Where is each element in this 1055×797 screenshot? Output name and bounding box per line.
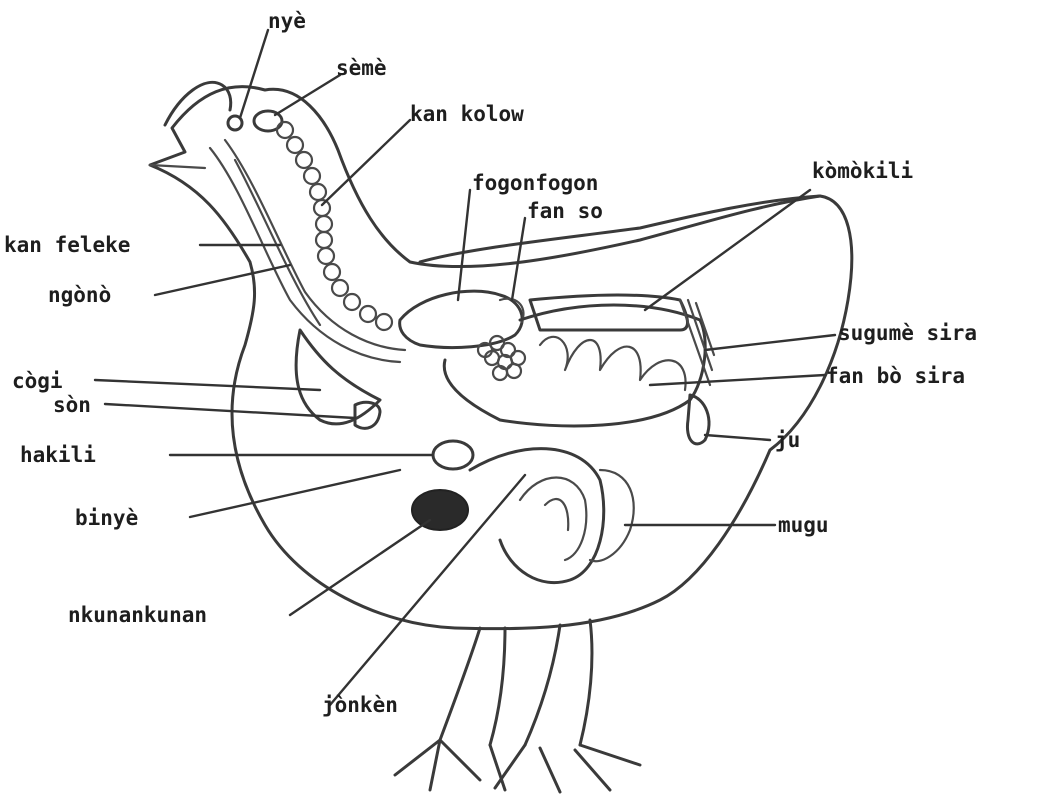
leader-seme xyxy=(275,75,340,115)
leader-fan-bo-sira xyxy=(650,375,825,385)
leader-sugume-sira xyxy=(705,335,835,350)
label-fan-so: fan so xyxy=(527,199,603,223)
label-kan-feleke: kan feleke xyxy=(4,233,130,257)
leader-kan-kolow xyxy=(322,120,410,205)
label-cogi: cògi xyxy=(12,369,63,393)
label-jonken: jònkèn xyxy=(322,693,398,717)
label-nye: nyè xyxy=(268,9,306,33)
label-sugume-sira: sugumè sira xyxy=(838,321,977,345)
internal-organs xyxy=(210,111,714,583)
label-fogonfogon: fogonfogon xyxy=(472,171,598,195)
label-nkunankunan: nkunankunan xyxy=(68,603,207,627)
label-fan-bo-sira: fan bò sira xyxy=(826,364,965,388)
label-mugu: mugu xyxy=(778,513,829,537)
leader-nye xyxy=(240,30,268,118)
spleen-shape xyxy=(412,490,468,530)
label-hakili: hakili xyxy=(20,443,96,467)
leader-son xyxy=(105,404,355,418)
hakili-shape xyxy=(433,441,473,469)
label-binye: binyè xyxy=(75,506,138,530)
leader-cogi xyxy=(95,380,320,390)
leader-nkunankunan xyxy=(290,520,430,615)
label-ju: ju xyxy=(775,428,800,452)
leader-fogonfogon xyxy=(458,190,470,300)
leader-binye xyxy=(190,470,400,517)
label-kombokili: kòmòkili xyxy=(812,159,913,183)
label-seme: sèmè xyxy=(336,56,387,80)
label-kan-kolow: kan kolow xyxy=(410,102,524,126)
leader-fan-so xyxy=(512,218,525,300)
label-son: sòn xyxy=(53,393,91,417)
label-ngono: ngònò xyxy=(48,283,111,307)
leader-ju xyxy=(705,435,770,440)
leader-ngono xyxy=(155,265,290,295)
